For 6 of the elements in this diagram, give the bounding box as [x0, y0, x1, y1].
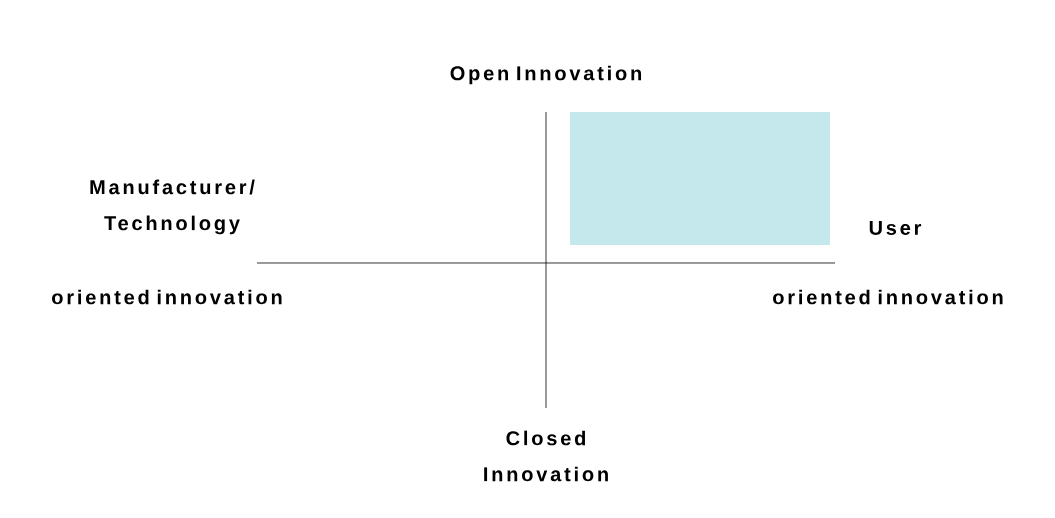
axis-label: User [869, 221, 922, 235]
axis-label: oriented innovation [773, 289, 1003, 305]
axis-label: Open Innovation [450, 65, 641, 85]
axis-label: Closed Innovation [484, 430, 608, 482]
axis-label: oriented innovation [52, 289, 282, 305]
axis-label: Manufacturer/ Technology [90, 179, 255, 235]
